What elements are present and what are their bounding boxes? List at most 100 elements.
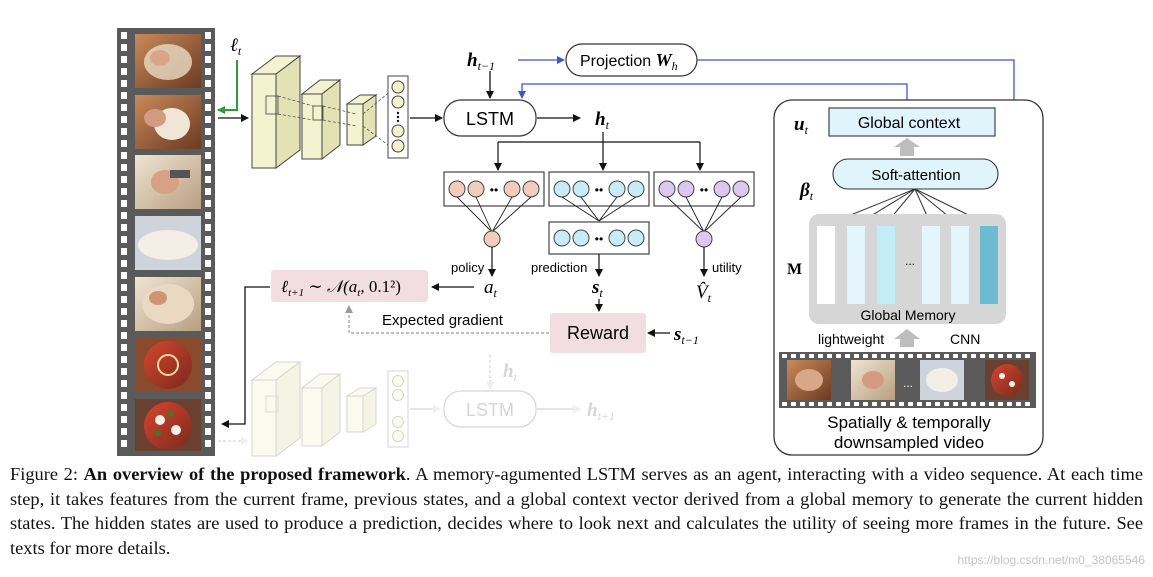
sprocket-hole — [953, 402, 958, 406]
sprocket-hole — [121, 80, 127, 87]
sprocket-hole — [121, 404, 127, 411]
lightweight-label: lightweight — [818, 331, 884, 347]
sprocket-hole — [205, 260, 211, 267]
sprocket-hole — [782, 354, 787, 358]
policy-fan-in — [456, 196, 532, 233]
sprocket-hole — [205, 320, 211, 327]
prediction-label: prediction — [531, 260, 587, 275]
sprocket-hole — [863, 354, 868, 358]
sprocket-hole — [980, 354, 985, 358]
video-frame-6 — [135, 338, 201, 392]
memory-matrix-label: M — [787, 261, 802, 278]
svg-text:ht: ht — [503, 361, 518, 384]
sprocket-hole — [836, 354, 841, 358]
sprocket-hole — [205, 404, 211, 411]
sprocket-hole — [121, 236, 127, 243]
sprocket-hole — [881, 402, 886, 406]
location-to-next-frame-arrow — [221, 286, 270, 428]
global-context-to-lstm-arrow — [518, 83, 908, 108]
sprocket-hole — [944, 354, 949, 358]
sprocket-hole — [121, 260, 127, 267]
sprocket-hole — [1007, 402, 1012, 406]
sprocket-hole — [791, 354, 796, 358]
figure-caption: Figure 2: An overview of the proposed fr… — [10, 462, 1143, 560]
svg-text:...: ... — [905, 254, 915, 268]
sprocket-hole — [205, 344, 211, 351]
sprocket-hole — [908, 354, 913, 358]
location-arrow — [217, 60, 238, 114]
sprocket-hole — [121, 440, 127, 447]
sprocket-hole — [890, 354, 895, 358]
video-frame-2 — [135, 95, 201, 149]
sprocket-hole — [989, 402, 994, 406]
sprocket-hole — [800, 402, 805, 406]
sprocket-hole — [121, 152, 127, 159]
utility-label: utility — [712, 260, 742, 275]
sprocket-hole — [818, 402, 823, 406]
sprocket-hole — [121, 176, 127, 183]
prev-hidden-state-label: ht−1 — [467, 50, 495, 73]
cnn-label: CNN — [950, 331, 980, 347]
svg-text:Projection Wh: Projection Wh — [580, 50, 678, 73]
sprocket-hole — [1025, 402, 1030, 406]
sprocket-hole — [205, 296, 211, 303]
hidden-state-branches — [494, 132, 704, 171]
expected-gradient-label: Expected gradient — [382, 312, 504, 329]
sprocket-hole — [121, 416, 127, 423]
sprocket-hole — [205, 416, 211, 423]
sprocket-hole — [917, 354, 922, 358]
sprocket-hole — [121, 164, 127, 171]
sprocket-hole — [205, 32, 211, 39]
svg-text:Reward: Reward — [567, 323, 629, 343]
sprocket-hole — [205, 92, 211, 99]
sprocket-hole — [205, 80, 211, 87]
sprocket-hole — [121, 272, 127, 279]
sprocket-hole — [205, 428, 211, 435]
svg-text:••: •• — [700, 183, 708, 197]
hidden-state-label: ht — [595, 109, 610, 132]
svg-text:LSTM: LSTM — [466, 400, 514, 420]
sprocket-hole — [962, 402, 967, 406]
sprocket-hole — [205, 440, 211, 447]
sprocket-hole — [205, 380, 211, 387]
sprocket-hole — [121, 92, 127, 99]
sprocket-hole — [881, 354, 886, 358]
sprocket-hole — [205, 248, 211, 255]
sprocket-hole — [121, 428, 127, 435]
sprocket-hole — [121, 308, 127, 315]
downsampled-video-strip: ... — [779, 352, 1036, 408]
sprocket-hole — [205, 356, 211, 363]
framework-diagram: ℓt ht−1 Projection Wh — [117, 28, 1044, 457]
sprocket-hole — [205, 368, 211, 375]
action-label: at — [484, 277, 498, 300]
sprocket-hole — [971, 402, 976, 406]
sprocket-hole — [205, 200, 211, 207]
sprocket-hole — [205, 284, 211, 291]
sprocket-hole — [121, 284, 127, 291]
caption-title: An overview of the proposed framework — [83, 464, 406, 484]
cnn-encoder — [250, 55, 409, 169]
sprocket-hole — [205, 272, 211, 279]
sprocket-hole — [205, 104, 211, 111]
utility-layer: •• — [653, 171, 755, 207]
sprocket-hole — [935, 354, 940, 358]
sprocket-hole — [818, 354, 823, 358]
prev-prediction-state-label: st−1 — [673, 324, 699, 347]
sprocket-hole — [854, 402, 859, 406]
sprocket-hole — [121, 248, 127, 255]
sprocket-hole — [121, 128, 127, 135]
sprocket-hole — [998, 354, 1003, 358]
svg-text:Global Memory: Global Memory — [861, 307, 956, 323]
sprocket-hole — [121, 332, 127, 339]
sprocket-hole — [205, 188, 211, 195]
sprocket-hole — [121, 356, 127, 363]
sprocket-hole — [1016, 402, 1021, 406]
sprocket-hole — [845, 402, 850, 406]
attention-to-context-arrow — [894, 138, 920, 156]
context-vector-label: ut — [794, 114, 809, 137]
sprocket-hole — [121, 224, 127, 231]
sprocket-hole — [121, 368, 127, 375]
policy-output-node — [483, 230, 501, 248]
sprocket-hole — [782, 402, 787, 406]
global-context-box: Global context — [828, 107, 996, 137]
